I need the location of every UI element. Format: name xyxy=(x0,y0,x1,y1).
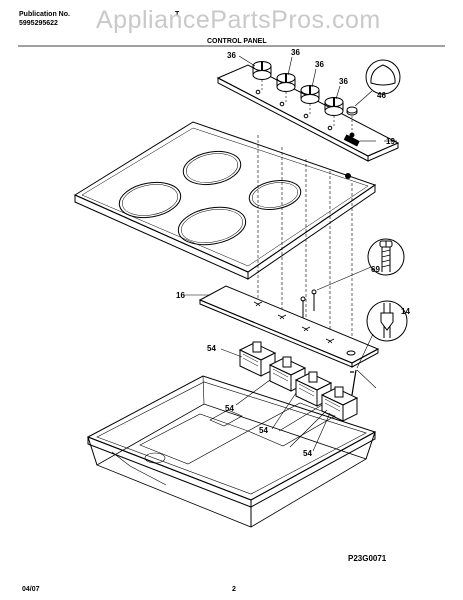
publication-number: 5995295622 xyxy=(19,20,58,27)
callout-knob-1: 36 xyxy=(227,51,236,60)
model-code: T xyxy=(175,11,180,18)
screw-inset xyxy=(316,238,405,291)
callout-switch-1: 54 xyxy=(207,344,216,353)
callout-switch-4: 54 xyxy=(303,449,312,458)
burner-front-left xyxy=(118,181,182,219)
callout-switch-3: 54 xyxy=(259,426,268,435)
knob-4 xyxy=(324,97,344,116)
glass-alignment-lines xyxy=(257,135,353,350)
cooktop-pan-part xyxy=(86,375,377,528)
callout-sensor: 14 xyxy=(401,307,410,316)
knob-1 xyxy=(252,61,272,80)
sensor-inset xyxy=(350,300,408,396)
control-panel-part xyxy=(216,64,400,162)
cooktop-glass-part xyxy=(73,121,377,280)
burner-front-right xyxy=(177,206,247,246)
bracket-screws xyxy=(300,289,317,318)
callout-switch-2: 54 xyxy=(225,404,234,413)
callout-bracket: 16 xyxy=(176,291,185,300)
switch-leaders xyxy=(220,348,331,452)
knob-leaders xyxy=(238,55,341,100)
bracket-part xyxy=(198,285,380,368)
knob-3 xyxy=(300,85,320,104)
publication-label: Publication No. xyxy=(19,11,70,18)
section-title: CONTROL PANEL xyxy=(207,38,267,45)
watermark-text: AppliancePartsPros.com xyxy=(96,6,381,34)
knob-2 xyxy=(276,73,296,92)
knob-alignment-lines xyxy=(261,80,353,132)
callout-knob-4: 36 xyxy=(339,77,348,86)
callout-knob-cap: 46 xyxy=(377,91,386,100)
callout-screw: 69 xyxy=(371,265,380,274)
callout-control-panel: 19 xyxy=(386,137,395,146)
callout-knob-3: 36 xyxy=(315,60,324,69)
diagram-code: P23G0071 xyxy=(348,554,387,563)
switch-4 xyxy=(320,386,359,422)
burner-back-right xyxy=(248,179,302,211)
footer-date: 04/07 xyxy=(22,586,40,593)
burner-back-left xyxy=(182,150,242,186)
callout-knob-2: 36 xyxy=(291,48,300,57)
footer-page: 2 xyxy=(232,586,236,593)
knob-cap-inset xyxy=(354,59,401,107)
